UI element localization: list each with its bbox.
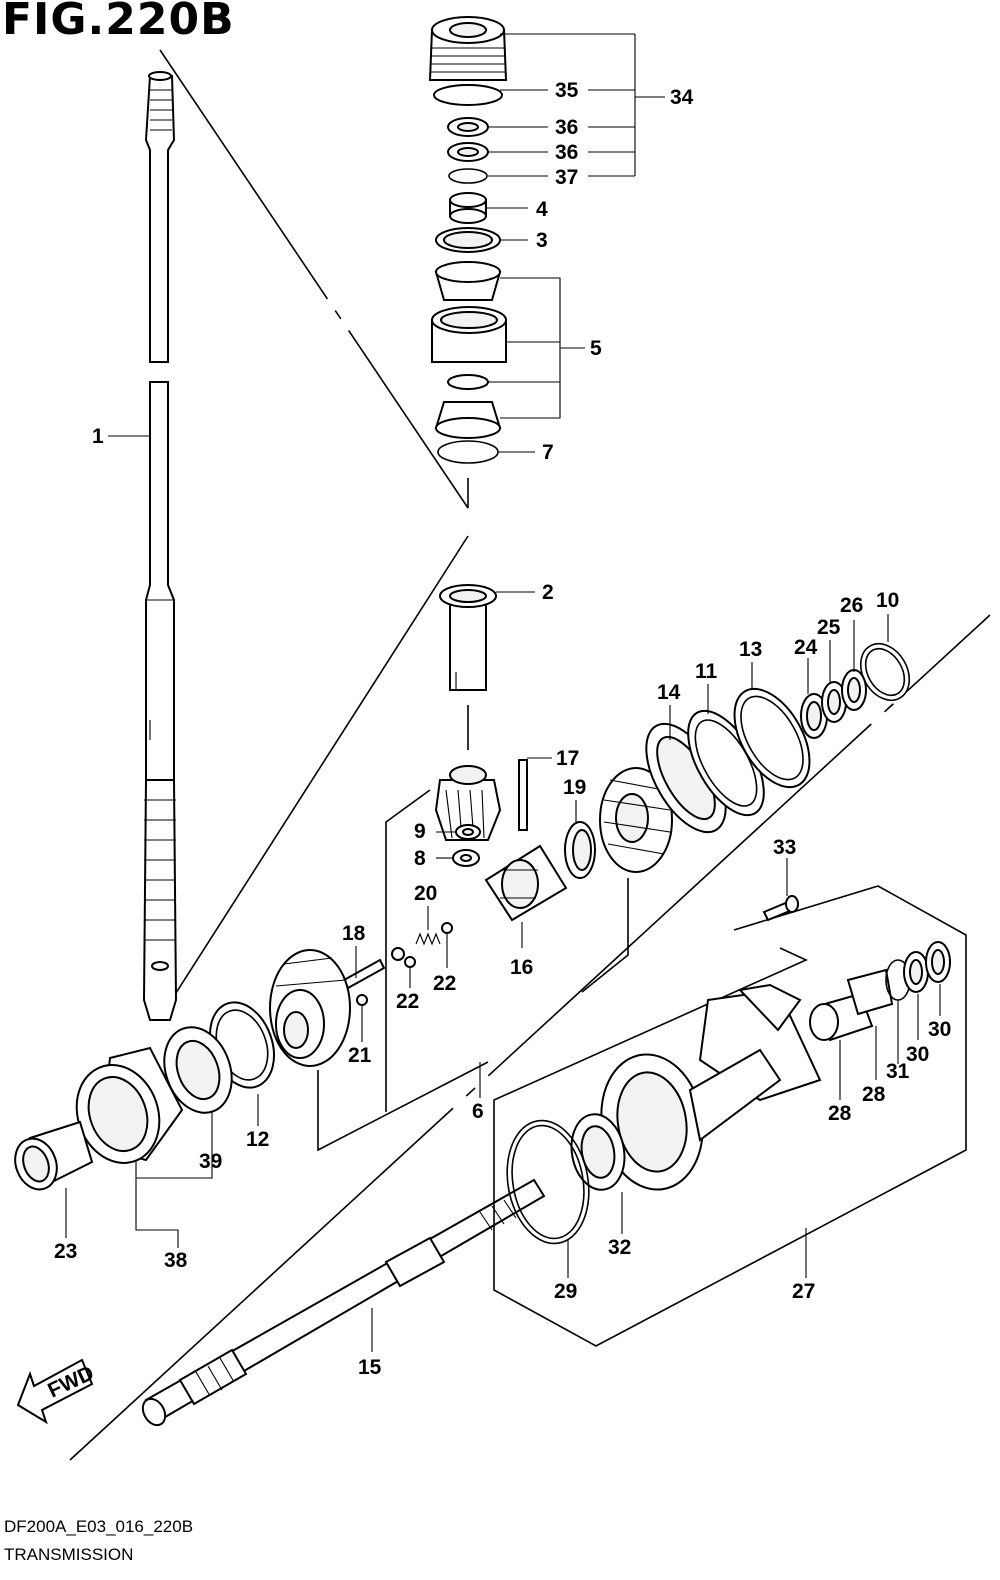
reverse-gear <box>269 949 351 1067</box>
callout-24: 24 <box>794 636 818 659</box>
spring-part-20 <box>415 932 441 946</box>
shim-part-9 <box>455 824 481 840</box>
oil-seal-part-36-lower <box>447 142 489 162</box>
forward-gear <box>599 767 673 873</box>
retainer-ring-part-19 <box>564 821 596 879</box>
callout-32: 32 <box>608 1236 631 1259</box>
callout-29: 29 <box>554 1280 577 1303</box>
callout-4: 4 <box>536 198 548 221</box>
callout-21: 21 <box>348 1044 372 1067</box>
gear-case-part-27 <box>600 983 822 1191</box>
callout-22: 22 <box>396 990 419 1013</box>
figure-title: FIG.220B <box>2 0 235 45</box>
nut-part-8 <box>452 849 480 867</box>
callout-13: 13 <box>739 638 762 661</box>
diagram-name: TRANSMISSION <box>4 1545 134 1564</box>
callout-18: 18 <box>342 922 366 945</box>
guide-lines <box>69 49 991 1461</box>
callout-25: 25 <box>817 616 841 639</box>
shim-part-3 <box>435 227 501 253</box>
bearing-housing-part-38 <box>75 1046 184 1164</box>
callout-6: 6 <box>472 1100 484 1123</box>
diagram-code: DF200A_E03_016_220B <box>4 1517 194 1536</box>
callout-2: 2 <box>542 581 554 604</box>
bearing-part-4 <box>449 192 487 224</box>
callout-19: 19 <box>563 776 586 799</box>
ball-part-21 <box>356 994 368 1006</box>
callout-30: 30 <box>928 1018 951 1041</box>
callout-15: 15 <box>358 1356 382 1379</box>
callout-16: 16 <box>510 956 533 979</box>
callout-37: 37 <box>555 166 578 189</box>
oil-seal-part-30-right <box>925 941 951 983</box>
callout-26: 26 <box>840 594 863 617</box>
callout-36: 36 <box>555 116 578 139</box>
ball-part-22-right <box>441 922 453 934</box>
callout-36-b: 36 <box>555 141 578 164</box>
ball-part-22-left <box>404 956 416 968</box>
seal-part-32 <box>570 1113 626 1191</box>
callout-33: 33 <box>773 836 796 859</box>
o-ring-part-35 <box>433 84 503 106</box>
callout-35: 35 <box>555 79 579 102</box>
callout-34: 34 <box>670 86 694 109</box>
oil-seal-part-36-upper <box>447 117 489 137</box>
circlip-part-37 <box>448 168 488 184</box>
callout-14: 14 <box>657 681 681 704</box>
tapered-bearing-part-5 <box>431 261 507 439</box>
pinion-gear <box>434 765 502 841</box>
callout-8: 8 <box>414 847 426 870</box>
propeller-shaft-part-15 <box>141 1178 546 1427</box>
circlip-part-7 <box>437 440 499 464</box>
needle-bearing-part-28 <box>809 968 894 1042</box>
callout-5: 5 <box>590 337 602 360</box>
callout-23: 23 <box>54 1240 77 1263</box>
callout-39: 39 <box>199 1150 222 1173</box>
callout-labels: 35 34 36 36 37 4 3 5 7 1 2 26 10 25 24 1… <box>54 79 951 1379</box>
bolt-part-33 <box>762 895 799 922</box>
callout-3: 3 <box>536 229 548 252</box>
leader-lines <box>65 33 941 1352</box>
washer-part-25 <box>821 681 847 723</box>
callout-10: 10 <box>876 589 899 612</box>
callout-17: 17 <box>556 747 579 770</box>
callout-31: 31 <box>886 1060 910 1083</box>
callout-1: 1 <box>92 425 104 448</box>
callout-9: 9 <box>414 820 426 843</box>
sleeve-part-2 <box>439 584 497 691</box>
circlip-part-10 <box>859 642 911 702</box>
clutch-part-16 <box>484 844 568 922</box>
callout-22-b: 22 <box>433 972 456 995</box>
callout-30-b: 30 <box>906 1043 929 1066</box>
gear-case-assembly-box <box>493 885 967 1347</box>
fwd-direction-arrow: FWD <box>16 1358 97 1425</box>
callout-28-b: 28 <box>862 1083 886 1106</box>
callout-38: 38 <box>164 1249 188 1272</box>
callout-20: 20 <box>414 882 437 905</box>
callout-28: 28 <box>828 1102 852 1125</box>
bearing-housing-part-34 <box>428 16 508 81</box>
drive-shaft-part-1 <box>142 71 178 1021</box>
push-rod-part-18 <box>342 947 405 990</box>
callout-12: 12 <box>246 1128 269 1151</box>
shim-part-13 <box>733 687 811 789</box>
callout-7: 7 <box>542 441 554 464</box>
callout-27: 27 <box>792 1280 815 1303</box>
callout-11: 11 <box>695 660 718 683</box>
oil-seal-part-30-left <box>903 951 929 993</box>
pin-part-17 <box>518 759 528 831</box>
sleeve-part-23 <box>14 1120 94 1191</box>
o-ring-part-29 <box>506 1119 590 1245</box>
